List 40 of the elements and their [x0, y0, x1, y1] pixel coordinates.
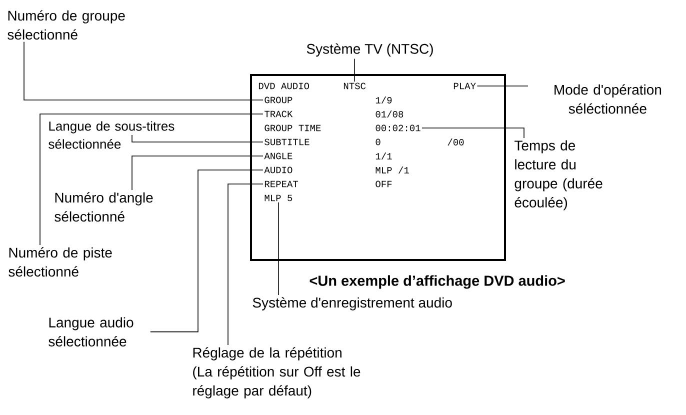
callout-text: Numéro d'angle sélectionné: [54, 192, 153, 222]
callout-text: Langue de sous-titres sélectionnée: [48, 121, 174, 149]
leader-line: [132, 134, 264, 142]
leader-line: [24, 41, 264, 100]
callout-text: Système TV (NTSC): [306, 43, 433, 57]
screen-text: PLAY: [454, 82, 476, 90]
screen-text: REPEAT: [264, 180, 298, 188]
screen-text: /00: [448, 138, 464, 146]
callout-text: Langue audio sélectionnée: [48, 317, 134, 346]
callout-text: Numéro de piste sélectionné: [8, 247, 112, 277]
screen-text: 1/9: [376, 96, 392, 104]
screen-frame: [250, 74, 506, 261]
screen-text: OFF: [376, 180, 392, 188]
screen-text: 1/1: [376, 152, 392, 160]
leader-line: [132, 156, 264, 190]
callout-text: Mode d'opération séléctionnée: [554, 84, 662, 114]
callout-text: Temps de lecture du groupe (durée écoulée): [514, 140, 602, 210]
screen-text: GROUP TIME: [264, 124, 321, 132]
caption: <Un exemple d’affichage DVD audio>: [310, 275, 565, 289]
callout-text: Réglage de la répétition (La répétition sur Off est le réglage par défaut): [193, 347, 360, 398]
leader-line: [150, 170, 264, 332]
leader-line: [228, 184, 264, 346]
screen-text: MLP /1: [376, 166, 409, 174]
screen-text: GROUP: [264, 96, 292, 104]
screen-text: DVD AUDIO: [258, 82, 310, 90]
screen-text: MLP 5: [264, 194, 292, 202]
leader-line: [278, 202, 279, 296]
leader-line: [354, 58, 355, 82]
screen-text: 01/08: [376, 110, 404, 118]
screen-text: AUDIO: [264, 166, 292, 174]
leader-line: [40, 114, 264, 246]
screen-text: NTSC: [344, 82, 366, 90]
leader-line: [422, 128, 524, 138]
screen-text: SUBTITLE: [264, 138, 310, 146]
screen-text: TRACK: [264, 110, 293, 118]
screen-text: ANGLE: [264, 152, 292, 160]
screen-text: 0: [376, 138, 380, 146]
screen-text: 00:02:01: [376, 124, 420, 132]
callout-text: Système d'enregistrement audio: [252, 297, 452, 310]
callout-text: Numéro de groupe sélectionné: [8, 10, 125, 40]
